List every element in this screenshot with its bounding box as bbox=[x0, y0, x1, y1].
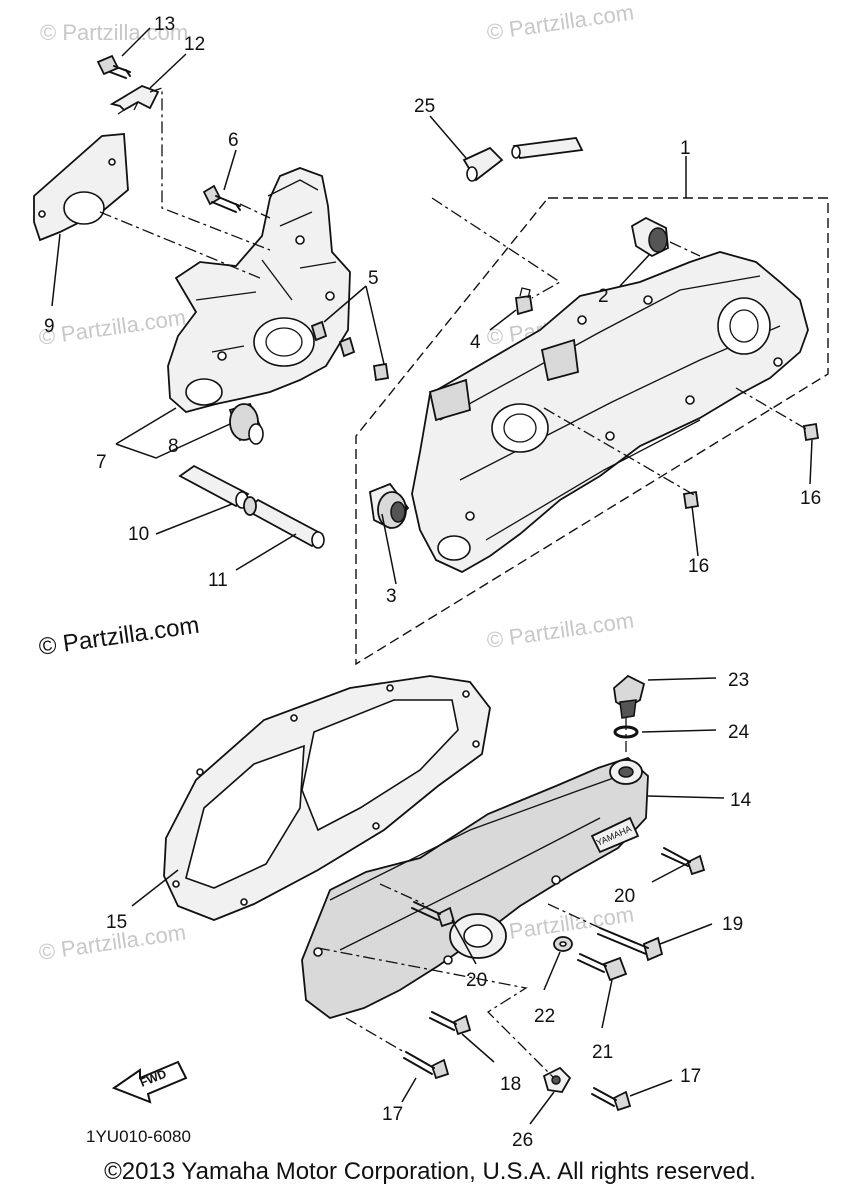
part-15-gasket bbox=[163, 675, 491, 921]
callout-5: 5 bbox=[368, 268, 379, 289]
callout-16: 16 bbox=[688, 556, 709, 577]
part-26-clamp bbox=[542, 1066, 572, 1093]
assembly-lines bbox=[99, 87, 809, 497]
part-1-crankcase-right bbox=[411, 251, 809, 574]
callout-8: 8 bbox=[168, 436, 179, 457]
callout-13: 13 bbox=[154, 14, 175, 35]
callout-23: 23 bbox=[728, 670, 749, 691]
callout-4: 4 bbox=[470, 332, 481, 353]
callout-20: 20 bbox=[614, 886, 635, 907]
callout-19: 19 bbox=[722, 914, 743, 935]
part-13-bolt bbox=[96, 54, 131, 79]
callout-26: 26 bbox=[512, 1130, 533, 1151]
callout-21: 21 bbox=[592, 1042, 613, 1063]
part-9-plate bbox=[33, 133, 129, 242]
part-4-fitting bbox=[514, 287, 534, 316]
part-12-clip bbox=[109, 85, 160, 115]
callout-17: 17 bbox=[382, 1104, 403, 1125]
watermark: © Partzilla.com bbox=[485, 608, 635, 653]
part-7-crankcase-left bbox=[167, 167, 351, 413]
callout-3: 3 bbox=[386, 586, 397, 607]
callout-12: 12 bbox=[184, 34, 205, 55]
callout-16: 16 bbox=[800, 488, 821, 509]
part-20-bolt-upper bbox=[661, 847, 706, 876]
part-6-bolt bbox=[202, 184, 241, 213]
callout-14: 14 bbox=[730, 790, 752, 811]
part-22-washer bbox=[553, 936, 573, 952]
callout-labels: 13 12 6 9 5 7 8 10 11 25 1 2 4 3 16 16 2… bbox=[44, 14, 821, 1151]
callout-10: 10 bbox=[128, 524, 149, 545]
part-16-dowel-pins bbox=[682, 422, 820, 510]
callout-1: 1 bbox=[680, 138, 691, 159]
fwd-arrow-icon: FWD bbox=[111, 1060, 188, 1104]
part-10-collar bbox=[178, 464, 250, 509]
part-3-bearing bbox=[369, 482, 410, 530]
callout-15: 15 bbox=[106, 912, 127, 933]
callout-7: 7 bbox=[96, 452, 107, 473]
part-11-shaft bbox=[243, 496, 325, 549]
part-23-cap bbox=[613, 674, 646, 719]
part-5-dowel-pins bbox=[310, 320, 390, 382]
part-19-bolt bbox=[597, 927, 664, 962]
callout-2: 2 bbox=[598, 286, 609, 307]
callout-24: 24 bbox=[728, 722, 750, 743]
part-20-bolt-lower bbox=[411, 901, 456, 928]
leader-lines bbox=[51, 27, 813, 1125]
callout-25: 25 bbox=[414, 96, 435, 117]
part-17-bolt-left bbox=[403, 1051, 450, 1080]
watermark: © Partzilla.com bbox=[40, 20, 188, 45]
part-18-bolt bbox=[429, 1011, 472, 1036]
callout-9: 9 bbox=[44, 316, 55, 337]
copyright-notice: ©2013 Yamaha Motor Corporation, U.S.A. A… bbox=[104, 1158, 756, 1185]
part-17-bolt-right bbox=[591, 1087, 632, 1112]
assembly-lines-lower bbox=[317, 718, 627, 1079]
watermark-prominent: © Partzilla.com bbox=[37, 612, 201, 661]
callout-18: 18 bbox=[500, 1074, 521, 1095]
part-25-hose bbox=[462, 137, 584, 182]
diagram-code: 1YU010-6080 bbox=[86, 1127, 191, 1146]
watermark: © Partzilla.com bbox=[37, 305, 187, 350]
assembly-box bbox=[355, 197, 829, 666]
part-21-bolt bbox=[577, 953, 628, 982]
part-14-cover: YAMAHA bbox=[301, 756, 649, 1019]
callout-17: 17 bbox=[680, 1066, 701, 1087]
part-8-bearing bbox=[228, 402, 264, 445]
part-2-cushion bbox=[630, 216, 669, 258]
callout-20: 20 bbox=[466, 970, 487, 991]
watermark: © Partzilla.com bbox=[485, 0, 635, 45]
callout-6: 6 bbox=[228, 130, 239, 151]
callout-22: 22 bbox=[534, 1006, 555, 1027]
callout-11: 11 bbox=[208, 570, 228, 591]
